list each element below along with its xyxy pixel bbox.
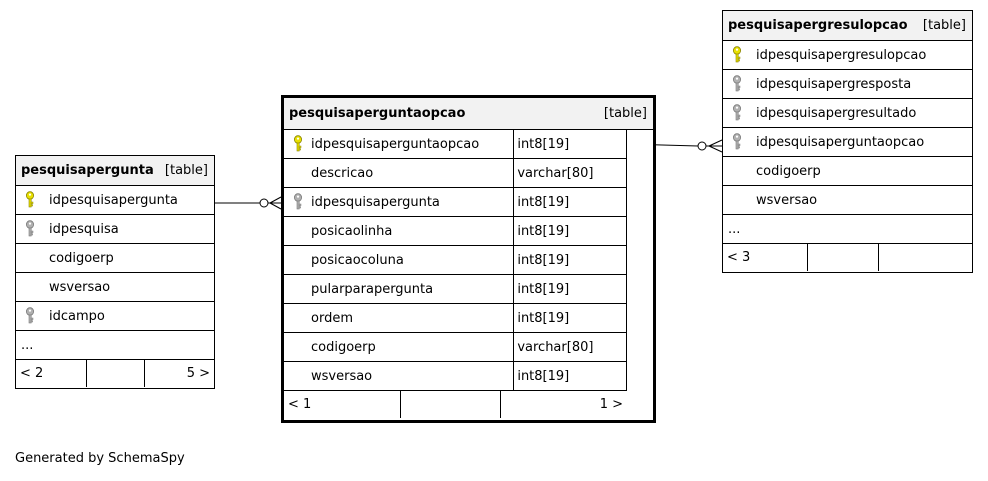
crowfoot-marker	[268, 196, 282, 210]
table-name: pesquisapergunta	[21, 163, 154, 178]
column-type: int8[19]	[513, 130, 626, 158]
parents-count[interactable]: < 3	[727, 250, 751, 265]
column-type: int8[19]	[513, 304, 626, 332]
table-pesquisapergresulopcao[interactable]: pesquisapergresulopcao [table] idpesquis…	[722, 10, 973, 273]
table-header[interactable]: pesquisapergunta [table]	[16, 156, 214, 186]
column-name: ordem	[311, 310, 353, 326]
parents-count[interactable]: < 1	[288, 397, 312, 412]
table-type: [table]	[922, 18, 966, 33]
column-name: wsversao	[311, 368, 373, 384]
column-name: idpesquisapergunta	[49, 192, 178, 208]
column-row[interactable]: posicaolinha int8[19]	[284, 217, 627, 246]
column-row[interactable]: idpesquisaperguntaopcao	[723, 128, 972, 157]
column-row[interactable]: idpesquisapergresultado	[723, 99, 972, 128]
table-name: pesquisapergresulopcao	[728, 18, 908, 33]
foreign-key-icon	[731, 75, 743, 93]
column-row[interactable]: idpesquisapergunta int8[19]	[284, 188, 627, 217]
column-name: idpesquisa	[49, 221, 119, 237]
table-header[interactable]: pesquisapergresulopcao [table]	[723, 11, 972, 41]
children-count[interactable]: 1 >	[500, 391, 627, 418]
column-row[interactable]: wsversao	[723, 186, 972, 215]
column-row[interactable]: descricao varchar[80]	[284, 159, 627, 188]
column-name: idpesquisaperguntaopcao	[756, 134, 925, 150]
primary-key-icon	[731, 46, 743, 64]
table-name: pesquisaperguntaopcao	[289, 106, 466, 121]
column-name: pularparapergunta	[311, 281, 434, 297]
table-footer: < 2 5 >	[16, 360, 214, 387]
column-type: int8[19]	[513, 188, 626, 216]
table-header[interactable]: pesquisaperguntaopcao [table]	[284, 98, 653, 130]
column-type: int8[19]	[513, 275, 626, 303]
column-name: wsversao	[49, 279, 111, 295]
column-name: idpesquisapergresulopcao	[756, 47, 927, 63]
table-footer: < 3	[723, 244, 972, 271]
foreign-key-icon	[731, 133, 743, 151]
zero-marker	[259, 198, 269, 208]
crowfoot-marker	[706, 139, 723, 153]
more-columns-ellipsis: ...	[723, 215, 972, 244]
column-row[interactable]: idpesquisa	[16, 215, 214, 244]
column-name: codigoerp	[756, 163, 821, 179]
table-pesquisapergunta[interactable]: pesquisapergunta [table] idpesquisapergu…	[15, 155, 215, 389]
footer-middle	[400, 391, 500, 418]
more-columns-ellipsis: ...	[16, 331, 214, 360]
column-row[interactable]: idpesquisapergunta	[16, 186, 214, 215]
footer-middle	[807, 244, 878, 271]
column-row[interactable]: wsversao int8[19]	[284, 362, 627, 391]
column-name: codigoerp	[49, 250, 114, 266]
column-row[interactable]: codigoerp	[723, 157, 972, 186]
parents-count[interactable]: < 2	[20, 366, 44, 381]
column-row[interactable]: idpesquisapergresposta	[723, 70, 972, 99]
column-type: int8[19]	[513, 246, 626, 274]
column-row[interactable]: ordem int8[19]	[284, 304, 627, 333]
column-row[interactable]: codigoerp varchar[80]	[284, 333, 627, 362]
column-type: int8[19]	[513, 217, 626, 245]
table-type: [table]	[164, 163, 208, 178]
column-name: idpesquisaperguntaopcao	[311, 136, 480, 152]
foreign-key-icon	[24, 307, 36, 325]
generated-by-label: Generated by SchemaSpy	[15, 451, 185, 466]
footer-middle	[86, 360, 144, 387]
column-name: codigoerp	[311, 339, 376, 355]
column-name: idpesquisapergunta	[311, 194, 440, 210]
column-name: wsversao	[756, 192, 818, 208]
column-row[interactable]: wsversao	[16, 273, 214, 302]
column-type: int8[19]	[513, 362, 626, 390]
foreign-key-icon	[292, 193, 304, 211]
table-pesquisaperguntaopcao[interactable]: pesquisaperguntaopcao [table] idpesquisa…	[281, 95, 656, 423]
children-count[interactable]: 5 >	[144, 360, 214, 387]
zero-marker	[697, 141, 707, 151]
table-footer: < 1 1 >	[284, 391, 627, 418]
column-name: descricao	[311, 165, 374, 181]
column-name: idpesquisapergresposta	[756, 76, 912, 92]
column-row[interactable]: posicaocoluna int8[19]	[284, 246, 627, 275]
table-type: [table]	[603, 106, 647, 121]
foreign-key-icon	[731, 104, 743, 122]
children-count[interactable]	[878, 244, 972, 271]
column-row[interactable]: idpesquisapergresulopcao	[723, 41, 972, 70]
column-row[interactable]: codigoerp	[16, 244, 214, 273]
column-name: idcampo	[49, 308, 105, 324]
column-type: varchar[80]	[513, 333, 626, 361]
primary-key-icon	[292, 135, 304, 153]
foreign-key-icon	[24, 220, 36, 238]
column-row[interactable]: idcampo	[16, 302, 214, 331]
column-name: posicaolinha	[311, 223, 393, 239]
column-name: idpesquisapergresultado	[756, 105, 917, 121]
column-row[interactable]: pularparapergunta int8[19]	[284, 275, 627, 304]
primary-key-icon	[24, 191, 36, 209]
column-type: varchar[80]	[513, 159, 626, 187]
column-row[interactable]: idpesquisaperguntaopcao int8[19]	[284, 130, 627, 159]
column-name: posicaocoluna	[311, 252, 404, 268]
